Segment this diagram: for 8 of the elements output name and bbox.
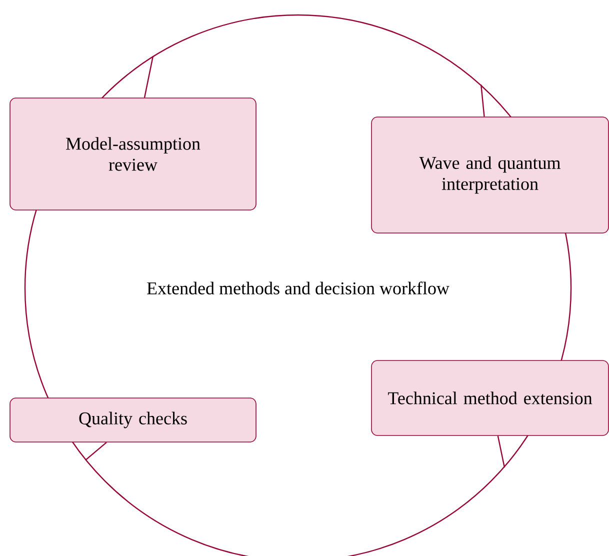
connector-line: [144, 56, 154, 98]
connector-line: [497, 436, 506, 468]
connector-line: [84, 442, 107, 461]
step-box: Model-assumption review: [10, 98, 256, 210]
step-box: Technical method extension: [371, 360, 609, 436]
step-box: Quality checks: [10, 398, 256, 442]
connector-line: [480, 84, 485, 117]
step-box: Wave and quantum interpretation: [371, 116, 609, 234]
